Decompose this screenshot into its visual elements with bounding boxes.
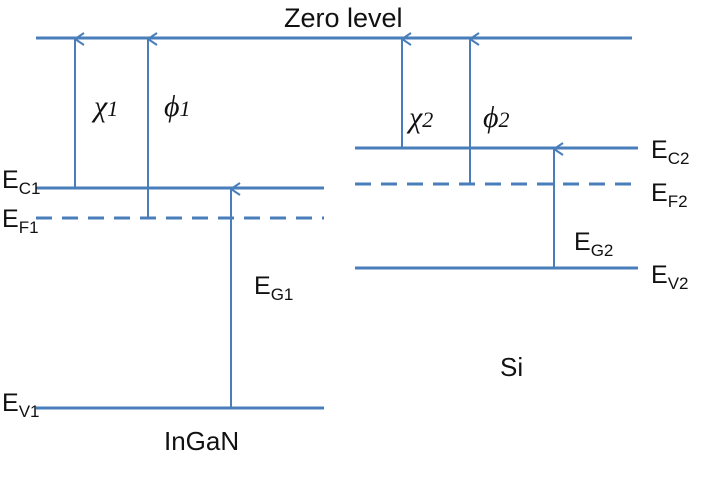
material-ingan-label: InGaN	[164, 426, 239, 456]
chi2-label: χ2	[406, 101, 433, 134]
material-si-label: Si	[500, 352, 523, 382]
ec2-label: EC2	[651, 136, 689, 168]
ec1-label: EC1	[2, 166, 40, 198]
ef1-label: EF1	[2, 205, 39, 237]
ef2-label: EF2	[651, 179, 688, 211]
phi1-label: ϕ1	[164, 90, 191, 123]
chi1-label: χ1	[91, 90, 118, 123]
zero-level-label: Zero level	[284, 3, 403, 33]
eg1-label: EG1	[254, 272, 293, 304]
eg2-label: EG2	[574, 228, 613, 260]
phi2-label: ϕ2	[483, 101, 510, 134]
ev1-label: EV1	[2, 389, 39, 421]
ev2-label: EV2	[651, 261, 688, 293]
